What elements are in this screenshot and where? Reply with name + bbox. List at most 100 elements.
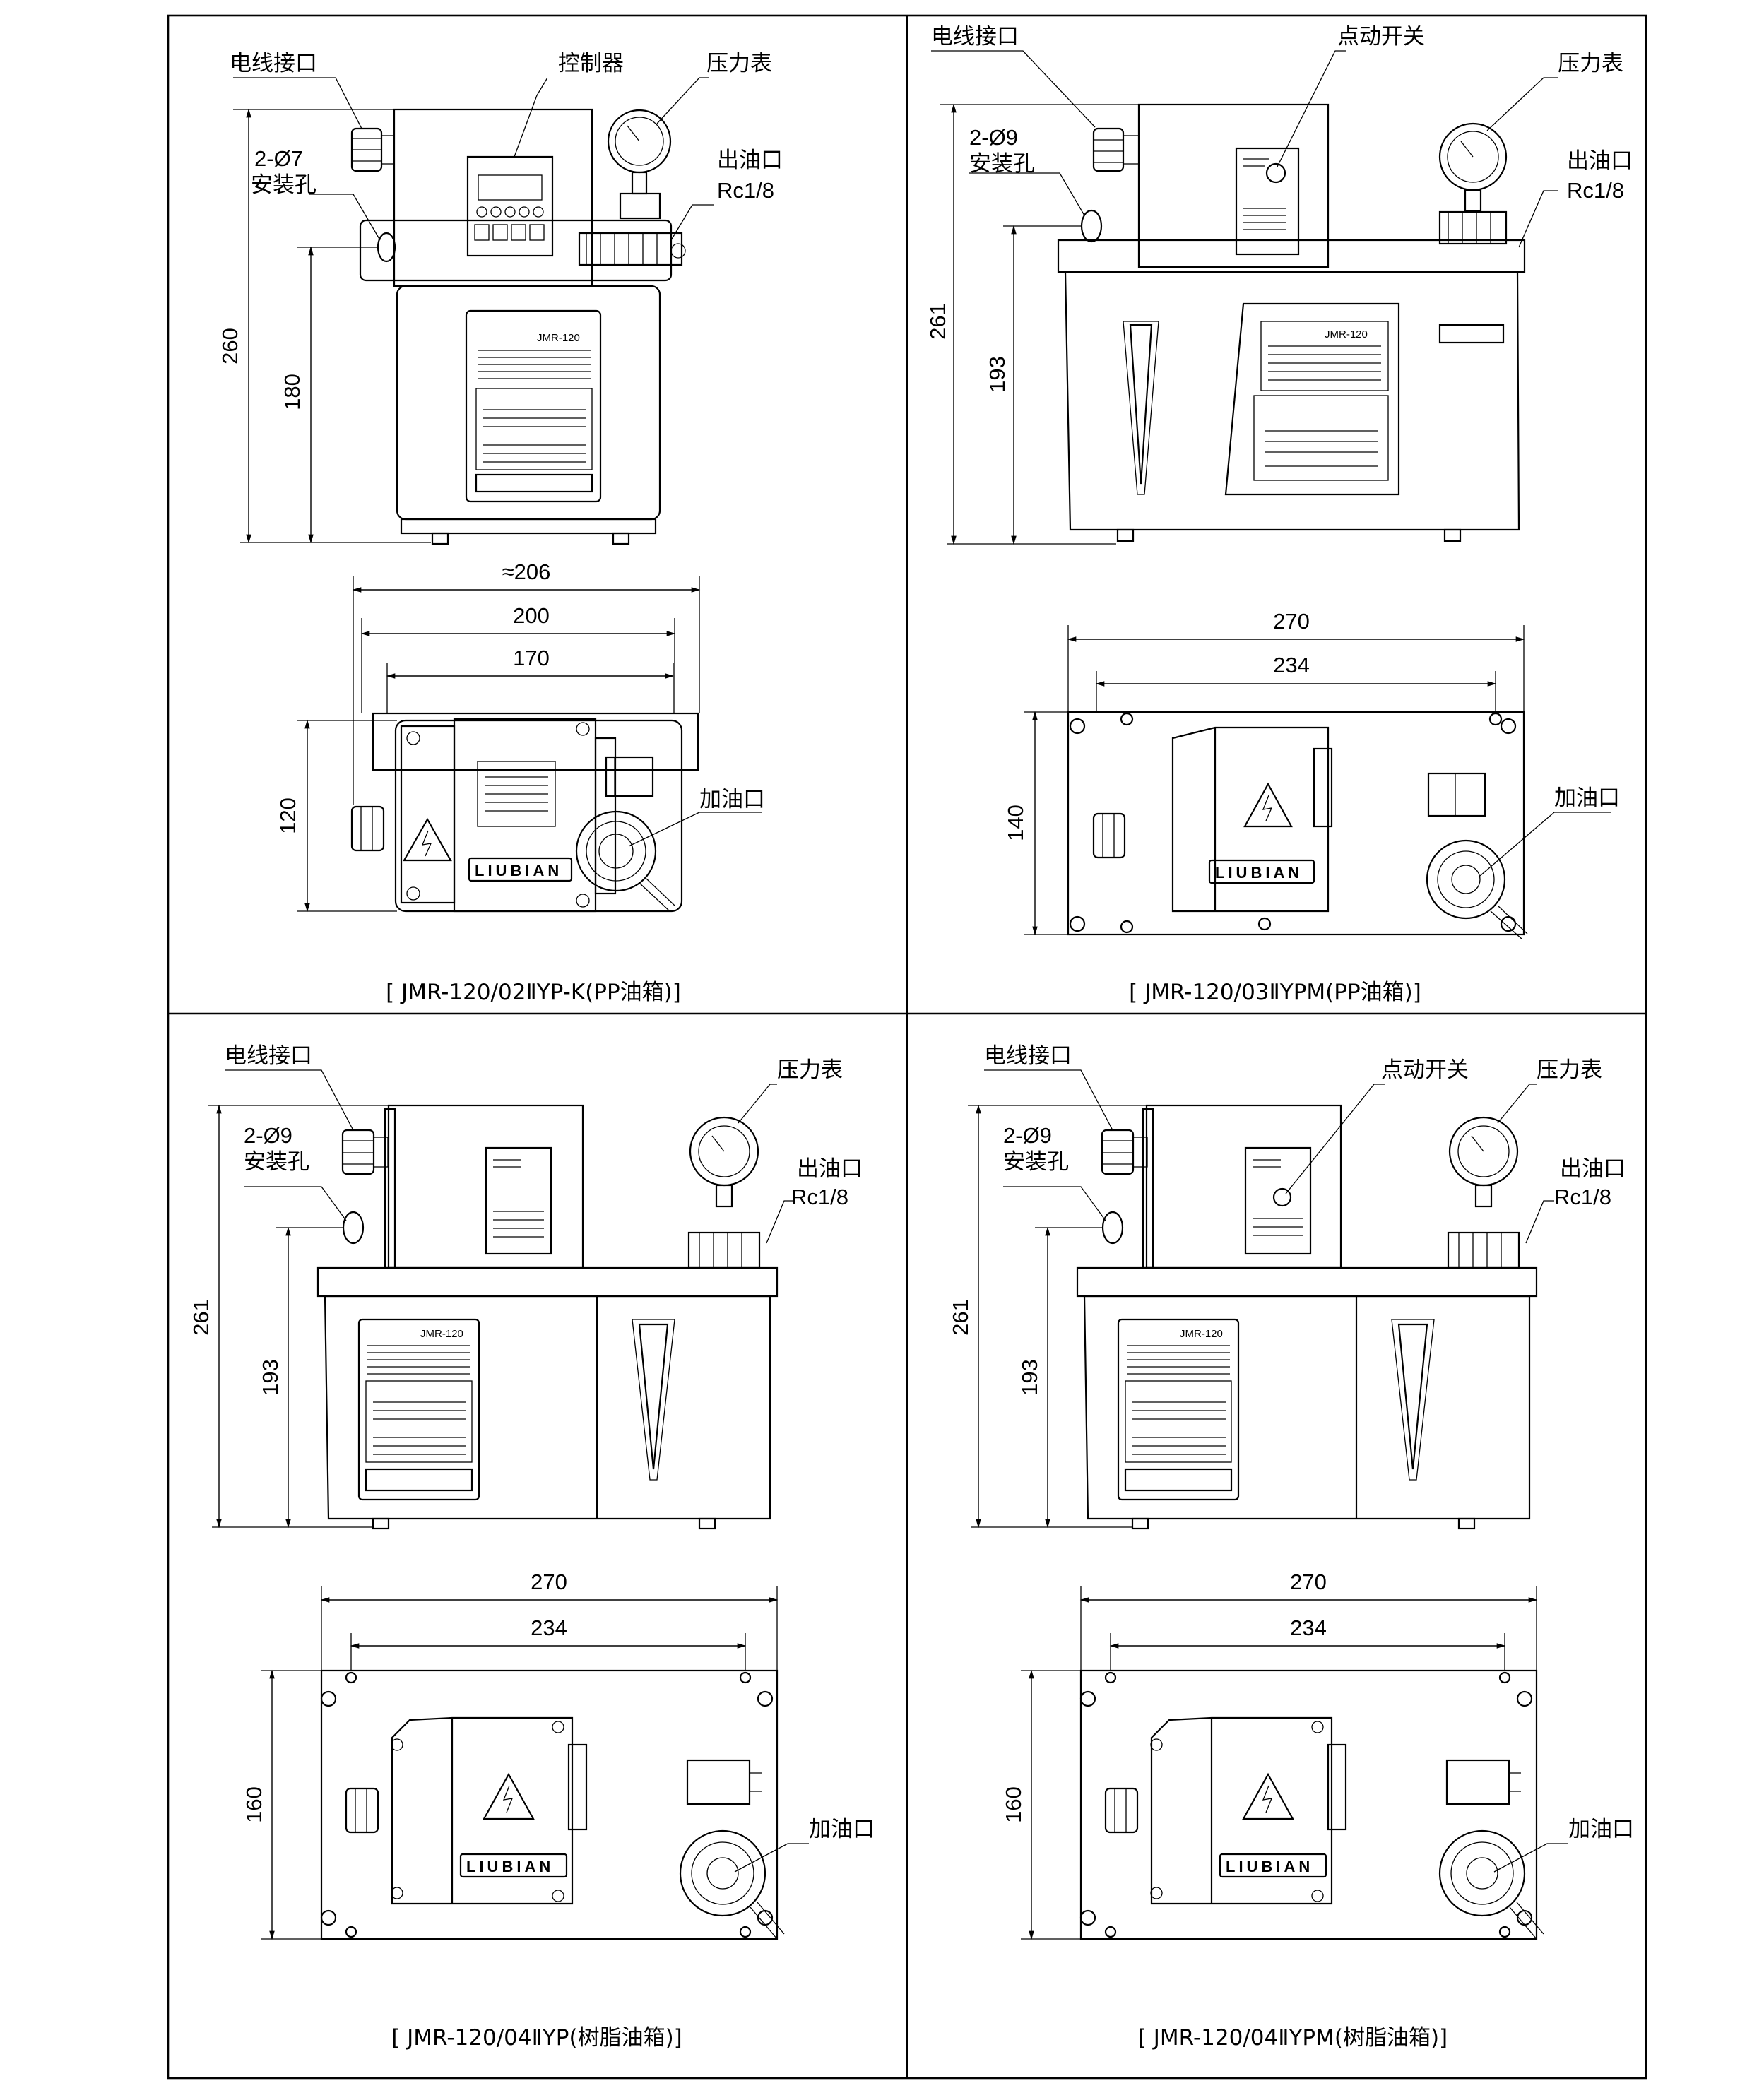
oil-filler-p2 [1426, 839, 1528, 940]
oil-inlet-label-p4: 加油口 [1568, 1817, 1634, 1842]
jog-switch-label-p4: 点动开关 [1381, 1057, 1469, 1083]
dim-width-holes-p4: 234 [1290, 1615, 1327, 1640]
caption-p4: [ JMR-120/04ⅡYPM(树脂油箱)] [1138, 2025, 1448, 2051]
dim-height-total-p1: 260 [218, 328, 242, 364]
jog-switch-label-p2: 点动开关 [1337, 24, 1425, 49]
dim-width-total-p1: ≈206 [502, 559, 551, 584]
caption-p2: [ JMR-120/03ⅡYPM(PP油箱)] [1129, 980, 1421, 1005]
nameplate-model-p1: JMR-120 [537, 332, 580, 344]
nameplate-p4: JMR-120 [1117, 1318, 1240, 1501]
pressure-gauge-label-p4: 压力表 [1537, 1057, 1602, 1083]
brand-text-p2: LIUBIAN [1215, 864, 1303, 882]
mount-hole-spec-p3: 2-Ø9 [244, 1123, 292, 1148]
oil-filler-p4 [1438, 1829, 1544, 1940]
oil-outlet-label-p2: 出油口 [1567, 148, 1633, 174]
dim-height-total-p2: 261 [925, 303, 950, 340]
panel-jmr-120-03: JMR-120 [925, 24, 1633, 1005]
dim-height-total-p4: 261 [948, 1299, 973, 1336]
brand-text-p4: LIUBIAN [1226, 1858, 1313, 1875]
dim-width-holes-p2: 234 [1273, 653, 1310, 677]
dim-width-holes-p3: 234 [531, 1615, 567, 1640]
dim-height-mount-p1: 180 [280, 374, 304, 410]
mount-hole-p3 [342, 1211, 365, 1245]
wire-connector-p3 [341, 1129, 375, 1175]
dim-height-mount-p4: 193 [1017, 1359, 1042, 1396]
oil-filler-p3 [679, 1829, 785, 1940]
dim-depth-p4: 160 [1001, 1786, 1026, 1823]
brand-plate-p3 [459, 1853, 568, 1878]
controller-label-p1: 控制器 [558, 51, 624, 76]
oil-inlet-label-p3: 加油口 [809, 1817, 875, 1842]
nameplate-p3: JMR-120 [357, 1318, 480, 1501]
warning-triangle-icon-p4 [1242, 1772, 1294, 1820]
dim-height-mount-p3: 193 [258, 1359, 283, 1396]
panel-jmr-120-02: JMR-120 [218, 51, 783, 1005]
brand-plate-p1 [468, 857, 573, 882]
mount-hole-label-p3: 安装孔 [244, 1149, 309, 1175]
nameplate-model-p3: JMR-120 [420, 1328, 463, 1340]
mount-hole-label-p4: 安装孔 [1003, 1149, 1069, 1175]
controller-box-p1 [466, 155, 554, 257]
dim-width-total-p3: 270 [531, 1570, 567, 1594]
wire-port-label-p1: 电线接口 [230, 51, 317, 76]
outlet-thread-label-p4: Rc1/8 [1554, 1185, 1611, 1209]
jog-box-p3 [485, 1146, 552, 1255]
warning-triangle-icon-p2 [1243, 782, 1293, 828]
pressure-gauge-label-p2: 压力表 [1558, 51, 1623, 76]
front-view-p3: JMR-120 [208, 1069, 795, 1530]
oil-inlet-label-p2: 加油口 [1554, 785, 1620, 811]
mount-hole-label-p1: 安装孔 [251, 172, 316, 198]
front-view-p1: JMR-120 [233, 77, 714, 545]
top-view-p2: LIUBIAN [1024, 625, 1611, 940]
wire-connector-p2 [1092, 127, 1125, 172]
nameplate-model-p4: JMR-120 [1180, 1328, 1223, 1340]
wire-port-label-p4: 电线接口 [984, 1043, 1072, 1069]
nameplate-p1: JMR-120 [465, 309, 602, 503]
oil-inlet-label-p1: 加油口 [699, 787, 765, 812]
mount-hole-spec-p2: 2-Ø9 [969, 125, 1018, 150]
front-view-p4: JMR-120 [968, 1069, 1554, 1530]
dim-depth-p2: 140 [1003, 805, 1028, 841]
jog-switch-box-p4 [1244, 1146, 1312, 1255]
top-view-p4: LIUBIAN [1021, 1586, 1568, 1940]
wire-connector-top-p1 [350, 805, 385, 852]
nameplate-p2: JMR-120 [1224, 302, 1400, 496]
dim-width-base-p1: 200 [513, 603, 550, 628]
mount-hole-spec-p1: 2-Ø7 [254, 146, 303, 171]
oil-outlet-label-p1: 出油口 [717, 148, 783, 173]
oil-outlet-label-p4: 出油口 [1560, 1156, 1626, 1182]
caption-p1: [ JMR-120/02ⅡYP-K(PP油箱)] [386, 980, 681, 1005]
panel-jmr-120-04-yp: JMR-120 [189, 1043, 875, 2051]
front-view-p2: JMR-120 [931, 50, 1558, 545]
nameplate-model-p2: JMR-120 [1325, 328, 1368, 340]
dim-width-total-p4: 270 [1290, 1570, 1327, 1594]
dim-height-total-p3: 261 [189, 1299, 213, 1336]
outlet-thread-label-p3: Rc1/8 [791, 1185, 848, 1209]
caption-p3: [ JMR-120/04ⅡYP(树脂油箱)] [391, 2025, 682, 2051]
pressure-gauge-p4 [1447, 1116, 1520, 1269]
mount-hole-label-p2: 安装孔 [969, 151, 1035, 177]
brand-plate-p4 [1219, 1853, 1327, 1878]
pressure-gauge-p3 [687, 1116, 761, 1269]
wire-connector-p4 [1101, 1129, 1135, 1175]
pressure-gauge-p1 [607, 109, 672, 220]
wire-port-label-p3: 电线接口 [225, 1043, 312, 1069]
pressure-gauge-label-p3: 压力表 [777, 1057, 843, 1083]
panel-jmr-120-04-ypm: JMR-120 [948, 1043, 1634, 2051]
mount-hole-p4 [1101, 1211, 1124, 1245]
pressure-gauge-label-p1: 压力表 [706, 51, 772, 76]
oil-outlet-label-p3: 出油口 [797, 1156, 863, 1182]
oil-filler-p1 [575, 810, 675, 912]
wire-connector-top-p3 [345, 1787, 379, 1834]
warning-triangle-icon-p3 [483, 1772, 535, 1820]
brand-text-p1: LIUBIAN [475, 862, 562, 879]
mount-hole-p2 [1080, 209, 1103, 243]
top-view-p1: LIUBIAN [297, 576, 762, 913]
top-view-p3: LIUBIAN [261, 1586, 809, 1940]
brand-plate-p2 [1208, 859, 1315, 884]
outlet-thread-label-p2: Rc1/8 [1567, 178, 1624, 203]
wire-port-label-p2: 电线接口 [931, 24, 1019, 49]
dim-height-mount-p2: 193 [985, 356, 1010, 393]
wire-connector-top-p4 [1104, 1787, 1139, 1834]
